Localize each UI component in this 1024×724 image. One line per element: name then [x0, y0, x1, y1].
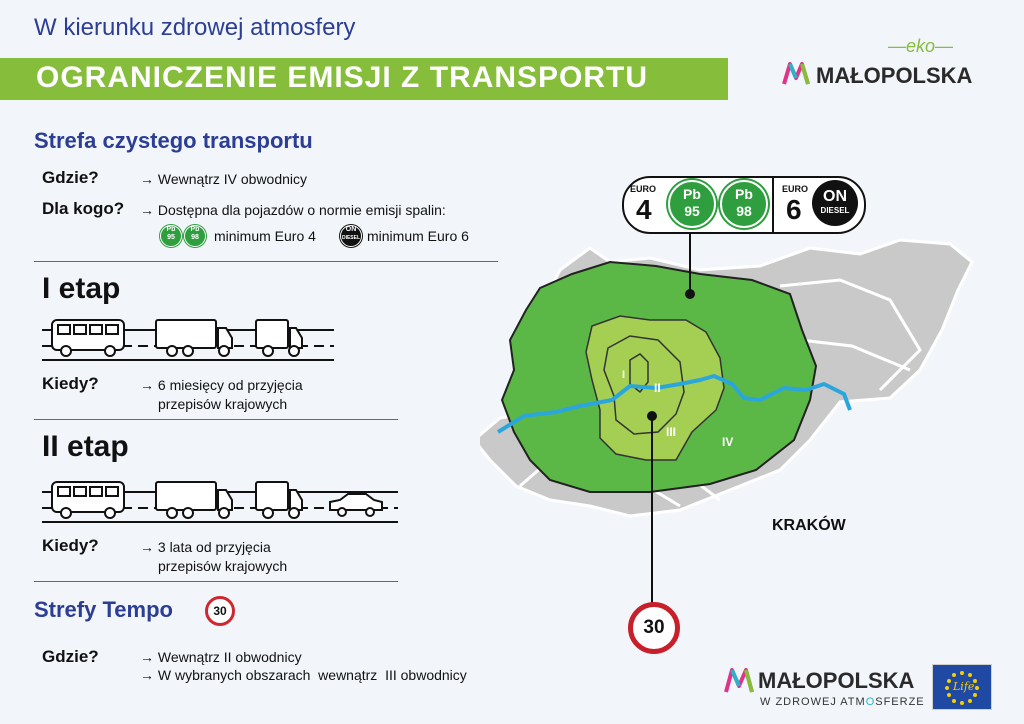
- speed-limit-30-icon: 30: [205, 596, 235, 626]
- ring-i-label: I: [622, 369, 625, 381]
- zone-where-question: Gdzie?: [42, 168, 99, 187]
- page-title: OGRANICZENIE EMISJI Z TRANSPORTU: [36, 61, 649, 94]
- stage1-vehicles-illustration: [42, 319, 334, 361]
- euro-diesel-value: 6: [786, 194, 802, 225]
- ring-iv-label: IV: [722, 435, 733, 449]
- tempo-where-question: Gdzie?: [42, 647, 99, 666]
- malopolska-logo-text: MAŁOPOLSKA: [816, 63, 973, 88]
- stage2-when-answer-line1: → 3 lata od przyjęcia: [140, 539, 271, 555]
- footer-tagline: W ZDROWEJ ATMOSFERZE: [760, 696, 925, 708]
- life-label: Life: [953, 680, 975, 693]
- speed-limit-30-sign: 30: [628, 602, 680, 654]
- divider: [34, 419, 398, 420]
- ring-iii-label: III: [666, 425, 676, 439]
- panel-separator: [772, 178, 774, 232]
- bus-icon: [51, 481, 125, 519]
- stage2-when-answer-line2: przepisów krajowych: [158, 558, 288, 574]
- bus-icon: [51, 319, 125, 357]
- euro-label-diesel: EURO: [782, 184, 809, 194]
- stage2-title: II etap: [42, 430, 129, 463]
- eu-life-logo: Life: [932, 664, 992, 710]
- truck-icon: [155, 319, 233, 357]
- stage2-when-question: Kiedy?: [42, 536, 99, 555]
- euro-petrol-value: 4: [636, 194, 652, 225]
- zone-where-answer: → Wewnątrz IV obwodnicy: [140, 171, 308, 187]
- van-truck-icon: [255, 319, 303, 357]
- van-truck-icon: [255, 481, 303, 519]
- krakow-zones-map: I II III IV KRAKÓW: [480, 224, 974, 606]
- diesel-minimum: minimum Euro 6: [367, 228, 469, 244]
- zone-title: Strefa czystego transportu: [34, 128, 313, 153]
- car-icon: [329, 493, 383, 517]
- stage1-title: I etap: [42, 272, 121, 305]
- tempo-where-answer-line1: → Wewnątrz II obwodnicy: [140, 649, 302, 665]
- tempo-where-answer-line2: → W wybranych obszarach wewnątrz III obw…: [140, 667, 467, 683]
- zone-who-answer: → Dostępna dla pojazdów o normie emisji …: [140, 202, 446, 218]
- title-banner: [0, 58, 728, 100]
- stage1-when-answer-line1: → 6 miesięcy od przyjęcia: [140, 377, 303, 393]
- malopolska-logo-icon: [782, 62, 810, 85]
- eko-label: —eko—: [888, 36, 954, 56]
- eu-stars-icon: [945, 671, 979, 705]
- tempo-title: Strefy Tempo: [34, 597, 173, 622]
- ring-ii-label: II: [654, 381, 661, 395]
- city-label: KRAKÓW: [772, 515, 847, 534]
- page-subtitle: W kierunku zdrowej atmosfery: [34, 14, 356, 41]
- divider: [34, 581, 398, 582]
- euro-label-petrol: EURO: [630, 184, 657, 194]
- ring-ii-zone: [603, 335, 685, 435]
- zone-who-question: Dla kogo?: [42, 199, 125, 218]
- stage1-when-answer-line2: przepisów krajowych: [158, 396, 288, 412]
- stage2-vehicles-illustration: [42, 481, 398, 523]
- truck-icon: [155, 481, 233, 519]
- petrol-minimum: minimum Euro 4: [214, 228, 316, 244]
- divider: [34, 261, 498, 262]
- vistula-river: [496, 374, 852, 434]
- footer-brand: MAŁOPOLSKA: [758, 668, 915, 693]
- malopolska-logo-icon: [724, 668, 754, 693]
- stage1-when-question: Kiedy?: [42, 374, 99, 393]
